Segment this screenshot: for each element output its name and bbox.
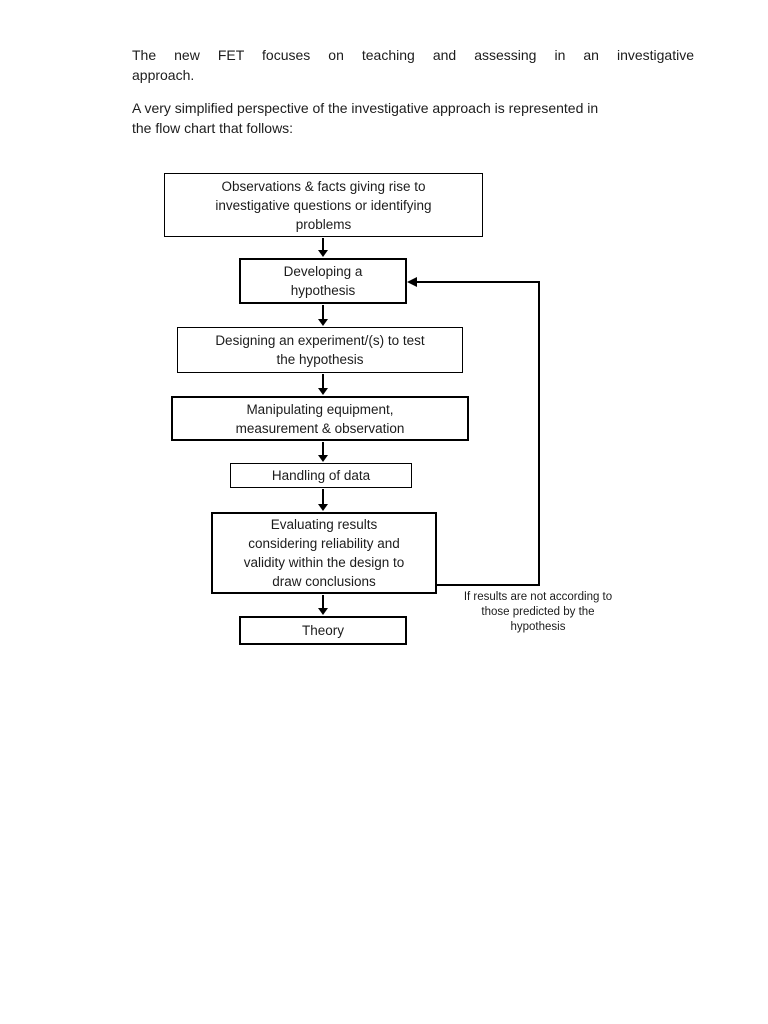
box-label-line: draw conclusions [272,574,376,589]
flow-connector-1 [318,238,328,257]
box-label-line: Theory [301,623,345,638]
arrow-down-icon [318,455,328,462]
flowchart-box-label: Developing a hypothesis [284,262,363,300]
flowchart-box-label: Manipulating equipment, measurement & ob… [236,400,405,438]
box-label-line: validity within the design to [243,555,405,570]
box-label-line: hypothesis [290,283,356,298]
flowchart-box-label: Theory [302,621,344,640]
arrow-down-icon [318,608,328,615]
arrow-down-icon [318,250,328,257]
connector-stem [322,374,324,389]
box-label-line: Handling of data [271,468,371,483]
feedback-line-top [417,281,540,283]
arrow-down-icon [318,388,328,395]
box-label-line: Evaluating results [270,517,378,532]
connector-stem [322,595,324,609]
flowchart-box-manipulating-equipment: Manipulating equipment, measurement & ob… [171,396,469,441]
flow-connector-6 [318,595,328,615]
feedback-condition-label: If results are not according to those pr… [444,590,632,635]
connector-stem [322,305,324,320]
feedback-label-line: hypothesis [510,621,566,633]
paragraph-line: the flow chart that follows: [132,120,294,136]
flow-connector-3 [318,374,328,395]
box-label-line: problems [295,216,352,232]
feedback-line-bottom [437,584,540,586]
flow-connector-2 [318,305,328,326]
flowchart-box-label: Handling of data [272,466,370,485]
arrow-down-icon [318,504,328,511]
box-label-line: investigative questions or identifying [215,197,432,213]
flowchart-box-label: Designing an experiment/(s) to test the … [215,331,424,369]
box-label-line: Manipulating equipment, [246,401,394,417]
box-label-line: measurement & observation [235,420,405,436]
connector-stem [322,442,324,456]
flow-connector-5 [318,489,328,511]
intro-paragraph-1: The new FET focuses on teaching and asse… [132,45,694,85]
flowchart-box-label: Evaluating results considering reliabili… [244,515,405,591]
box-label-line: Designing an experiment/(s) to test [215,333,425,348]
paragraph-line: A very simplified perspective of the inv… [132,100,599,116]
flowchart-box-handling-data: Handling of data [230,463,412,488]
flowchart-box-designing-experiment: Designing an experiment/(s) to test the … [177,327,463,373]
paragraph-line: approach. [132,67,195,83]
connector-stem [322,489,324,505]
feedback-label-line: If results are not according to [463,591,613,603]
flowchart-box-theory: Theory [239,616,407,645]
flowchart-box-developing-hypothesis: Developing a hypothesis [239,258,407,304]
flowchart-box-evaluating-results: Evaluating results considering reliabili… [211,512,437,594]
feedback-label-line: those predicted by the [481,606,595,618]
box-label-line: Developing a [283,264,363,279]
flowchart-box-label: Observations & facts giving rise to inve… [215,177,431,234]
feedback-line-vertical [538,281,540,586]
connector-stem [322,238,324,251]
box-label-line: the hypothesis [276,352,364,367]
intro-paragraph-2: A very simplified perspective of the inv… [132,98,694,138]
arrow-down-icon [318,319,328,326]
arrow-left-icon [407,277,417,287]
flow-connector-4 [318,442,328,462]
flowchart-box-observations: Observations & facts giving rise to inve… [164,173,483,237]
box-label-line: considering reliability and [248,536,400,551]
box-label-line: Observations & facts giving rise to [221,178,426,194]
paragraph-line: The new FET focuses on teaching and asse… [132,47,694,63]
